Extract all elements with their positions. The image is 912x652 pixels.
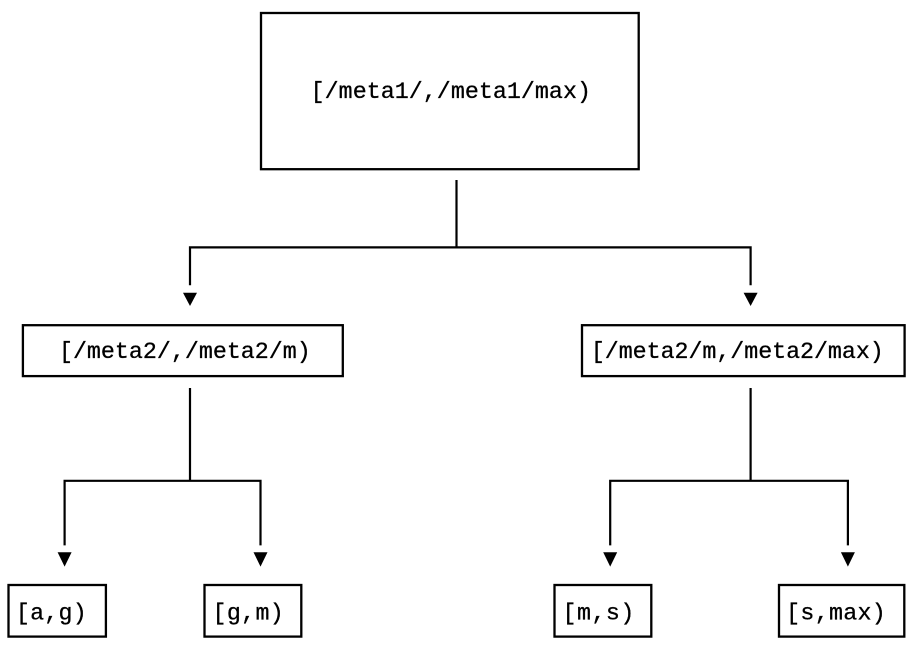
svg-text:[s,max): [s,max) <box>786 600 886 626</box>
svg-text:[m,s): [m,s) <box>563 600 635 626</box>
svg-text:[/meta1/,/meta1/max): [/meta1/,/meta1/max) <box>311 79 591 105</box>
svg-text:[g,m): [g,m) <box>213 600 284 626</box>
svg-text:[a,g): [a,g) <box>16 600 87 626</box>
svg-text:[/meta2/,/meta2/m): [/meta2/,/meta2/m) <box>59 339 311 365</box>
svg-text:[/meta2/m,/meta2/max): [/meta2/m,/meta2/max) <box>591 339 884 365</box>
